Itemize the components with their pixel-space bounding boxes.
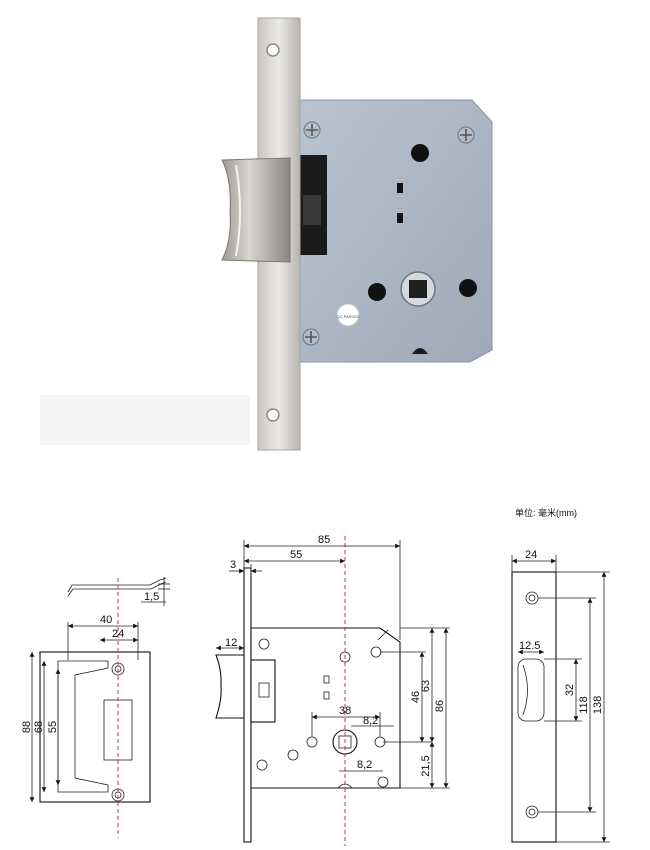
- faceplate-latch-curve: [522, 664, 528, 716]
- mounting-hole-3: [459, 279, 477, 297]
- faceplate-latch-window: [517, 658, 545, 722]
- faceplate-width-label: 24: [525, 549, 537, 561]
- strike-profile: [67, 577, 167, 593]
- latch-tail: [303, 195, 321, 225]
- body-hole-spacing-label: 46: [410, 691, 422, 703]
- faceplate-drawing: 24 12.5 32 118 138: [511, 549, 610, 843]
- strike-lip: [57, 660, 109, 793]
- mounting-hole-2: [368, 283, 386, 301]
- strike-height-total-label: 88: [21, 721, 33, 733]
- latch-highlight: [235, 164, 241, 257]
- faceplate-latch-height-label: 32: [564, 684, 576, 696]
- faceplate-outline: [511, 571, 557, 843]
- qc-sticker-label: QC PASSED: [336, 314, 359, 319]
- strike-height-mid-label: 68: [33, 721, 45, 733]
- body-latch-depth-label: 12: [225, 637, 237, 649]
- photo-shadow: [40, 395, 250, 445]
- strike-width-inner-label: 24: [112, 628, 124, 640]
- body-faceplate: [243, 567, 252, 843]
- body-faceplate-thickness-label: 3: [230, 559, 236, 571]
- strike-width-outer-label: 40: [100, 614, 112, 626]
- faceplate-hole-spacing-label: 118: [578, 696, 590, 714]
- body-backset-label: 55: [290, 549, 302, 561]
- latch-bolt: [221, 157, 291, 263]
- faceplate-total-height-label: 138: [592, 696, 604, 714]
- faceplate-hole-bottom: [266, 408, 280, 422]
- strike-plate-drawing: 1,5 40 24 88 68 55: [21, 577, 170, 838]
- body-spindle-width-label: 38: [339, 705, 351, 717]
- lock-photo: QC PASSED: [40, 17, 493, 451]
- body-height-total-label: 86: [434, 700, 446, 712]
- case-screw-slot-3: [305, 331, 317, 343]
- faceplate-latch-width-label: 12.5: [519, 640, 540, 652]
- body-total-length-label: 85: [318, 534, 330, 546]
- body-latch: [215, 654, 245, 719]
- body-case: [250, 627, 401, 789]
- qc-sticker: [336, 303, 360, 327]
- mounting-hole: [411, 144, 429, 162]
- body-spindle-offset-label: 21,5: [420, 755, 432, 776]
- body-screw-hole-3: [256, 759, 268, 771]
- lock-body-drawing: 85 55 3 12 46 63 86 21,5 38 8,2 8,2: [215, 534, 450, 846]
- case-chamfer-mark: [377, 629, 389, 641]
- body-spindle-square-top-label: 8,2: [363, 715, 378, 727]
- body-slot-2: [323, 691, 330, 700]
- case-screw-slot: [306, 124, 318, 136]
- unit-label: 单位: 毫米(mm): [515, 507, 577, 518]
- body-height-label: 63: [420, 680, 432, 692]
- faceplate-hole-top-inner: [528, 594, 536, 602]
- body-latch-spring: [258, 682, 270, 698]
- body-hole-5: [287, 749, 299, 761]
- strike-profile-inner: [67, 581, 167, 597]
- body-screw-hole: [258, 638, 270, 650]
- strike-thickness-label: 1,5: [144, 591, 159, 603]
- body-spindle-square-bottom-label: 8,2: [357, 759, 372, 771]
- body-screw-hole-4: [377, 776, 389, 788]
- square-slot-icon-2: [397, 213, 403, 223]
- faceplate-hole-top: [266, 43, 280, 57]
- body-slot: [323, 675, 330, 684]
- square-slot-icon: [397, 183, 403, 193]
- spindle-square: [409, 280, 427, 298]
- case-screw-slot-2: [460, 129, 472, 141]
- strike-height-inner-label: 55: [47, 721, 59, 733]
- faceplate-hole-bottom-inner: [528, 808, 536, 816]
- body-latch-block: [250, 659, 276, 723]
- bottom-notch: [412, 348, 428, 354]
